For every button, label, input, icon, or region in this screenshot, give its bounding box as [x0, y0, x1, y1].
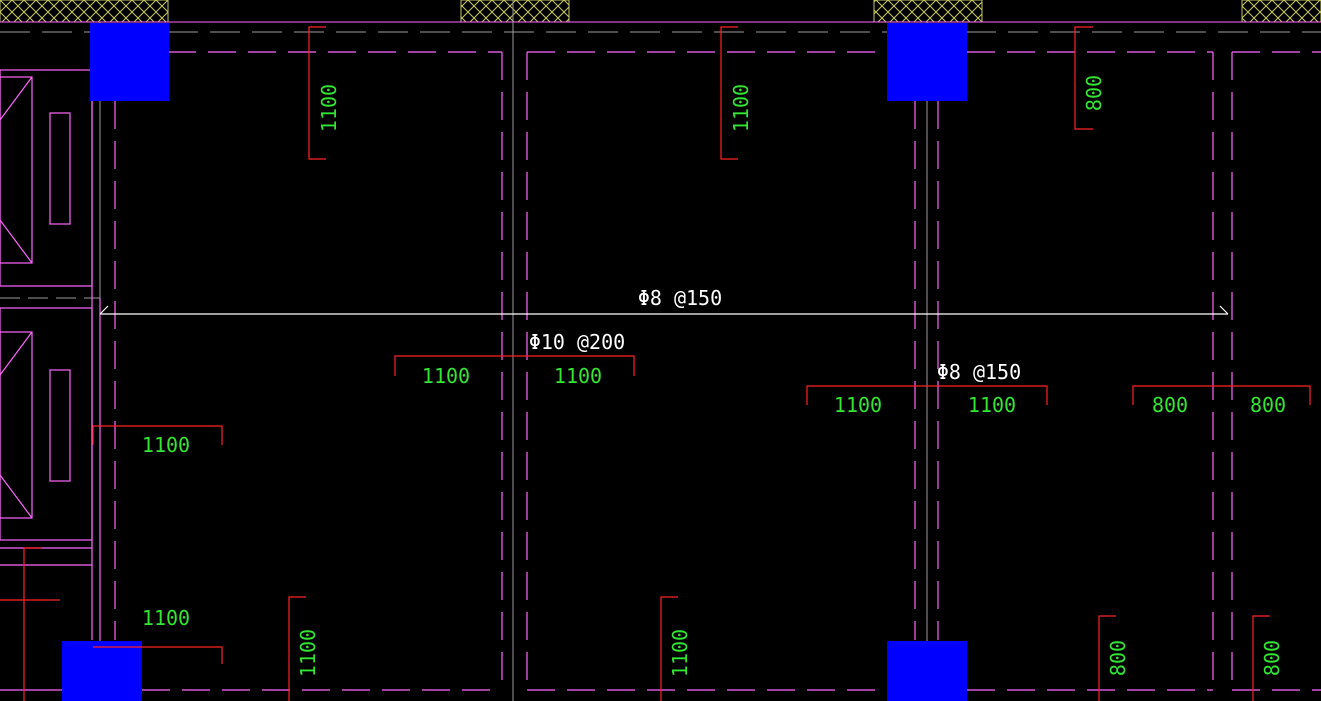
slab-outlines	[0, 51, 1321, 691]
rebar-top-v2[interactable]	[720, 26, 738, 160]
dim-bottom-v2: 1100	[668, 629, 692, 677]
top-edge-lines	[0, 21, 1321, 33]
dim-right-left: 1100	[834, 393, 882, 417]
top-rebars	[0, 26, 1311, 701]
left-room-upper	[0, 69, 93, 287]
rebar-h-left-upper[interactable]	[92, 425, 223, 445]
dim-top-v1: 1100	[317, 84, 341, 132]
dim-left-lower: 1100	[142, 606, 190, 630]
left-window-lower	[49, 369, 71, 482]
dim-right-right: 1100	[968, 393, 1016, 417]
rebar-spec-labels: Φ8 @150 Φ10 @200 Φ8 @150	[529, 286, 1021, 384]
dim-far-right-left: 800	[1152, 393, 1188, 417]
rebar-bottom-v3[interactable]	[1098, 615, 1116, 701]
rebar-top-v3[interactable]	[1074, 26, 1093, 130]
dim-top-v2: 1100	[729, 84, 753, 132]
rebar-h-right[interactable]	[806, 385, 1048, 405]
bottom-rebar-hook-right	[1219, 305, 1229, 315]
left-openings	[0, 69, 93, 566]
top-hatched-strips	[0, 0, 1321, 23]
rebar-label-top-mid: Φ10 @200	[529, 330, 625, 354]
left-window-upper	[49, 112, 71, 225]
rebar-h-far-right[interactable]	[1132, 385, 1311, 405]
left-door-lower	[0, 331, 33, 519]
hatch-strip-1	[0, 0, 169, 23]
dim-top-v3: 800	[1082, 75, 1106, 111]
dimension-labels: 1100 1100 800 1100 1100 1100 1100 800 80…	[142, 75, 1286, 677]
dim-far-right-right: 800	[1250, 393, 1286, 417]
rebar-h-mid[interactable]	[394, 355, 635, 376]
rebar-bottom-v2[interactable]	[660, 596, 678, 701]
hatch-strip-2	[460, 0, 570, 23]
dim-left-upper: 1100	[142, 433, 190, 457]
rebar-bottom-v1[interactable]	[288, 596, 306, 701]
column-bottom-right[interactable]	[887, 641, 967, 701]
dim-bottom-v3: 800	[1106, 640, 1130, 676]
left-door-upper-diag-2	[0, 219, 33, 264]
left-door-lower-diag-1	[0, 331, 33, 376]
dim-bottom-v1: 1100	[296, 629, 320, 677]
left-door-upper	[0, 76, 33, 264]
rebar-top-v1[interactable]	[308, 26, 326, 160]
hatch-strip-3	[873, 0, 983, 23]
bottom-rebar[interactable]	[99, 305, 1229, 315]
rebar-h-left-lower[interactable]	[93, 646, 223, 664]
rebar-label-bottom-main: Φ8 @150	[638, 286, 722, 310]
axis-grid	[0, 0, 928, 701]
rebar-bottom-v4[interactable]	[1252, 615, 1270, 701]
rebar-left-stub[interactable]	[23, 547, 42, 701]
column-bottom-left[interactable]	[62, 641, 142, 701]
column-top-left[interactable]	[90, 23, 169, 101]
dim-mid-right: 1100	[554, 364, 602, 388]
column-top-right[interactable]	[887, 23, 967, 101]
hatch-strip-4	[1241, 0, 1321, 23]
left-door-upper-diag-1	[0, 76, 33, 121]
left-room-lower	[0, 307, 93, 541]
columns	[62, 23, 967, 701]
rebar-label-top-right: Φ8 @150	[937, 360, 1021, 384]
dim-mid-left: 1100	[422, 364, 470, 388]
left-door-lower-diag-2	[0, 474, 33, 519]
bottom-rebar-hook-left	[99, 305, 109, 315]
dim-bottom-v4: 800	[1260, 640, 1284, 676]
